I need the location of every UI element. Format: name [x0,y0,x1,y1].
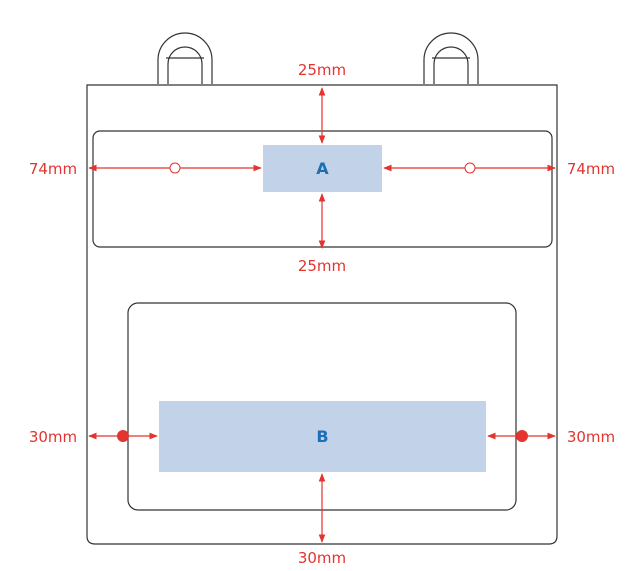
dim-a-top-label: 25mm [298,61,346,79]
dim-a-right-label: 74mm [567,160,615,178]
print-area-a [263,145,382,192]
pouch-body [86,84,558,545]
print-area-b [159,401,486,472]
dim-a-bottom-label: 25mm [298,257,346,275]
dim-b-bottom-label: 30mm [298,549,346,567]
dim-b-right-dot [516,430,528,442]
dim-b-right-label: 30mm [567,428,615,446]
dim-a-left-label: 74mm [29,160,77,178]
dim-a-left-center-mark [169,162,181,174]
print-area-b-label: B [316,427,328,446]
dim-a-right-center-mark [464,162,476,174]
dim-b-left-dot [117,430,129,442]
dim-b-left-label: 30mm [29,428,77,446]
right-d-ring [423,32,479,84]
print-area-a-label: A [316,159,329,178]
left-d-ring [157,32,213,84]
